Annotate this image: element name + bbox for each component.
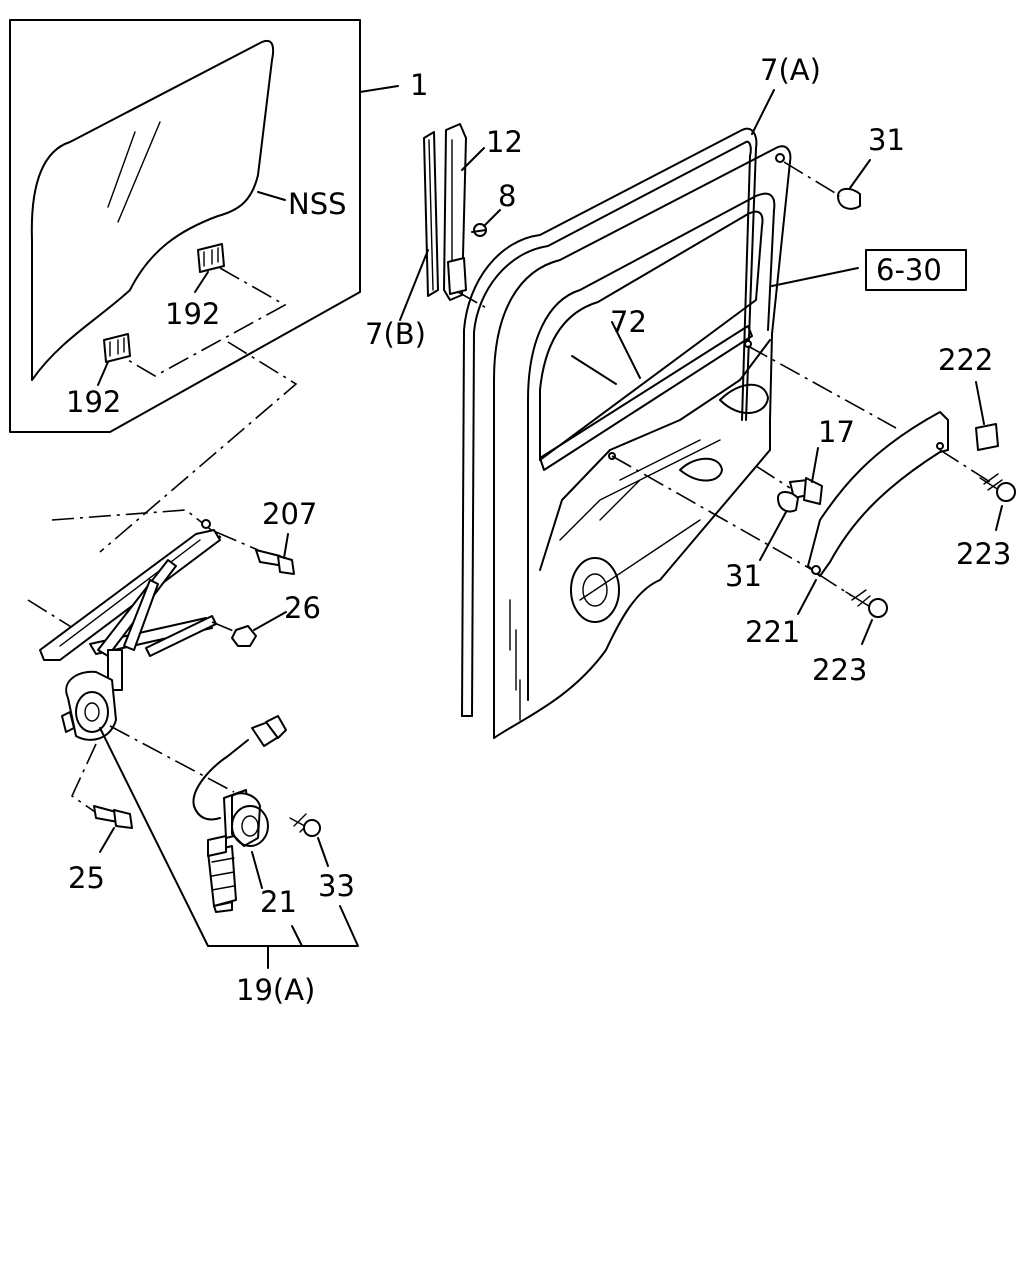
glass-clip-lower (103, 333, 131, 363)
label-21: 21 (260, 885, 297, 919)
label-26: 26 (284, 591, 321, 625)
label-25: 25 (68, 861, 105, 895)
ref-6-30[interactable]: 6-30 (876, 253, 942, 287)
door-weatherstrip-7a (461, 127, 758, 717)
regulator-motor-21: 21 (109, 715, 297, 919)
label-7b: 7(B) (365, 317, 426, 351)
screw-223-lower: 223 (812, 573, 888, 687)
bolt-25: 25 (68, 743, 133, 895)
cap-222: 222 (938, 343, 999, 451)
bolt-17: 17 (755, 415, 855, 505)
label-221: 221 (745, 615, 800, 649)
label-17: 17 (818, 415, 855, 449)
label-72: 72 (610, 305, 647, 339)
label-33: 33 (318, 869, 355, 903)
door-glass (30, 40, 275, 381)
belt-molding-72: 72 (539, 305, 753, 471)
nut-26: 26 (211, 591, 321, 647)
screw-223-upper: 223 (939, 449, 1016, 571)
label-1: 1 (410, 68, 428, 102)
window-regulator (27, 509, 225, 741)
glass-run-channel-7b: 7(B) (365, 131, 439, 351)
ref-box-6-30[interactable]: 6-30 (865, 249, 967, 291)
label-31-lower: 31 (725, 559, 762, 593)
label-192-lower: 192 (66, 385, 121, 419)
label-8: 8 (498, 179, 516, 213)
clip-31-lower: 31 (725, 491, 799, 593)
label-7a: 7(A) (760, 53, 821, 87)
glass-clip-upper (197, 243, 225, 273)
guide-rail-12: 12 (443, 123, 523, 311)
clip-31-upper: 31 (783, 123, 905, 210)
sash-221: 221 (745, 411, 949, 649)
door-frame (493, 145, 792, 739)
label-19a: 19(A) (236, 973, 315, 1007)
label-31-upper: 31 (868, 123, 905, 157)
assembly-bracket-19a: 19(A) (99, 727, 359, 1007)
label-nss: NSS (288, 187, 347, 221)
label-222: 222 (938, 343, 993, 377)
label-12: 12 (486, 125, 523, 159)
screw-33: 33 (289, 813, 355, 903)
label-223-lower: 223 (812, 653, 867, 687)
bolt-8: 8 (471, 179, 516, 237)
glass-inset-box: 1 NSS 192 192 (9, 19, 428, 433)
label-223-upper: 223 (956, 537, 1011, 571)
label-192-upper: 192 (165, 297, 220, 331)
bolt-207: 207 (215, 497, 317, 575)
label-207: 207 (262, 497, 317, 531)
